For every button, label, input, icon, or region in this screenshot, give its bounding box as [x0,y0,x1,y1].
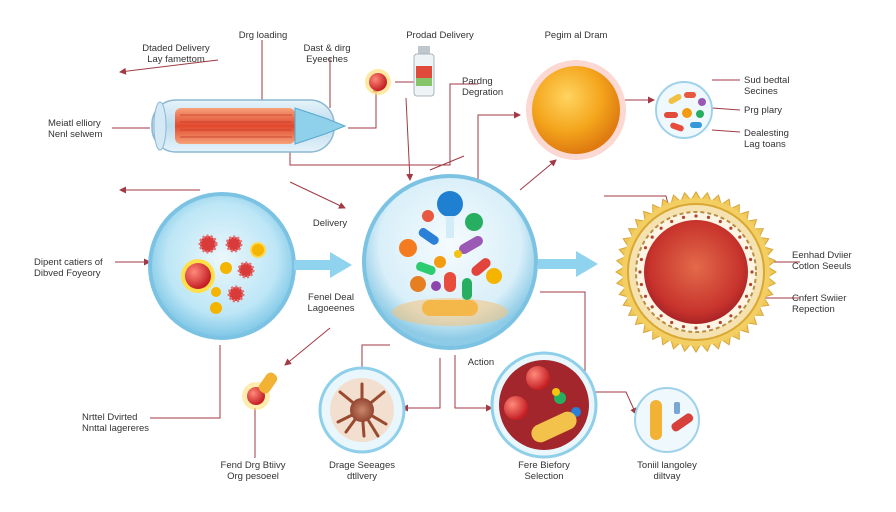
label-neural-delivery: Nrttel Dvirted Nnttal lagereres [82,412,156,434]
label-line: Selection [524,471,564,482]
flow-arrow-left [294,252,352,278]
membrane-dot [706,215,711,219]
membrane-dot [706,325,711,329]
membrane-dot [681,325,686,329]
label-delivery: Delivery [312,218,348,229]
membrane-dot [659,314,663,318]
label-action: Action [467,357,495,368]
membrane-cell [615,191,777,353]
capsules-bubble [634,387,700,453]
label-line: Nnttal lagereres [82,423,150,434]
label-line: Meiatl elliory [48,118,101,129]
membrane-dot [729,314,733,318]
label-line: Cnfert Swiier [792,293,847,304]
selection-cell [490,351,598,459]
membrane-dot [738,305,742,309]
membrane-dot [718,219,722,224]
label-line: Eyeeches [306,54,348,65]
membrane-dot [694,214,698,218]
connector-lines [112,40,800,458]
vial-icon [413,46,435,97]
label-line: Eenhad Dviier [792,250,852,261]
label-line: Cotlon Seeuls [792,261,852,272]
label-drug-loading: Drg loading [238,30,288,41]
label-line: dtllvery [346,471,378,482]
membrane-dot [659,226,663,230]
label-medical-delivery: Meiatl elliory Nenl selwem [48,118,114,140]
label-line: Dealesting [744,128,789,139]
label-line: Secines [744,86,778,97]
label-frontal-release: Fenel Deal Lagoeenes [300,292,362,314]
membrane-dot [639,282,644,287]
membrane-dot [729,226,733,230]
label-line: Dtaded Delivery [142,43,210,54]
label-line: Drage Seeages [328,460,396,471]
label-line: Nrttel Dvirted [82,412,138,423]
label-line: Repection [792,304,835,315]
label-drug-playing: Prg plary [744,105,783,116]
label-line: Lay famettom [147,54,205,65]
label-line: Dipent catiers of [34,257,103,268]
pill-particle-icon [242,372,278,410]
tumor-cell-bubble [318,366,406,454]
label-tumor-targeting: Toniil langoley diltvay [628,460,706,482]
label-parsing-degradation: Pardng Degration [462,76,522,98]
label-dealesting: Dealesting Lag toans [744,128,814,150]
membrane-dot [639,257,644,262]
label-line: Toniil langoley [637,460,697,471]
red-particle-icon [365,69,391,95]
label-line: Lagoeenes [307,303,355,314]
membrane-dot [749,282,753,287]
label-sugar-bead-sections: Sud bedtal Secines [744,75,814,97]
label-dipped-carriers: Dipent catiers of Dibved Foyeory [34,257,114,279]
label-cellular-barrier: Cnfert Swiier Repection [792,293,872,315]
label-dose-timing: Dast & dirg Eyeeches [294,43,360,65]
label-line: Fere Biefory [518,460,570,471]
membrane-dot [638,270,642,274]
membrane-dot [744,294,749,298]
label-regional-drain: Pegim al Dram [544,30,608,41]
orange-sphere-particle [526,60,626,160]
membrane-dot [670,219,674,224]
pills-bubble [655,81,713,139]
label-line: Fenel Deal [308,292,354,303]
membrane-dot [643,294,648,298]
label-line: Pardng [462,76,493,87]
label-line: Sud bedtal [744,75,790,86]
membrane-dot [681,215,686,219]
membrane-dot [650,305,654,309]
label-line: diltvay [653,471,681,482]
membrane-dot [670,320,674,325]
label-drug-release-delivery: Drage Seeages dtllvery [326,460,398,482]
carrier-cell [148,192,296,340]
central-delivery-cell [362,174,538,350]
implant-device [151,99,347,153]
label-defect-delivery: Dtaded Delivery Lay famettom [132,43,220,65]
label-line: Fend Drg Btiivy [220,460,286,471]
membrane-dot [694,326,698,330]
label-line: Dibved Foyeory [34,268,101,279]
membrane-dot [738,235,742,239]
label-line: Org pesoeel [227,471,279,482]
flow-arrow-right [538,251,598,277]
label-free-delivery-selection: Fere Biefory Selection [506,460,582,482]
label-line: Degration [462,87,504,98]
label-protected-delivery: Prodad Delivery [406,30,474,41]
label-frontal-drug-delivery: Fend Drg Btiivy Org pesoeel [210,460,296,482]
label-line: Dast & dirg [303,43,351,54]
membrane-dot [749,257,753,262]
label-line: Nenl selwem [48,129,103,140]
label-line: Lag toans [744,139,786,150]
membrane-dot [718,320,722,325]
membrane-dot [750,270,754,274]
membrane-dot [643,246,648,250]
membrane-dot [744,246,749,250]
membrane-dot [650,235,654,239]
label-enhanced-layer: Eenhad Dviier Cotlon Seeuls [792,250,872,272]
